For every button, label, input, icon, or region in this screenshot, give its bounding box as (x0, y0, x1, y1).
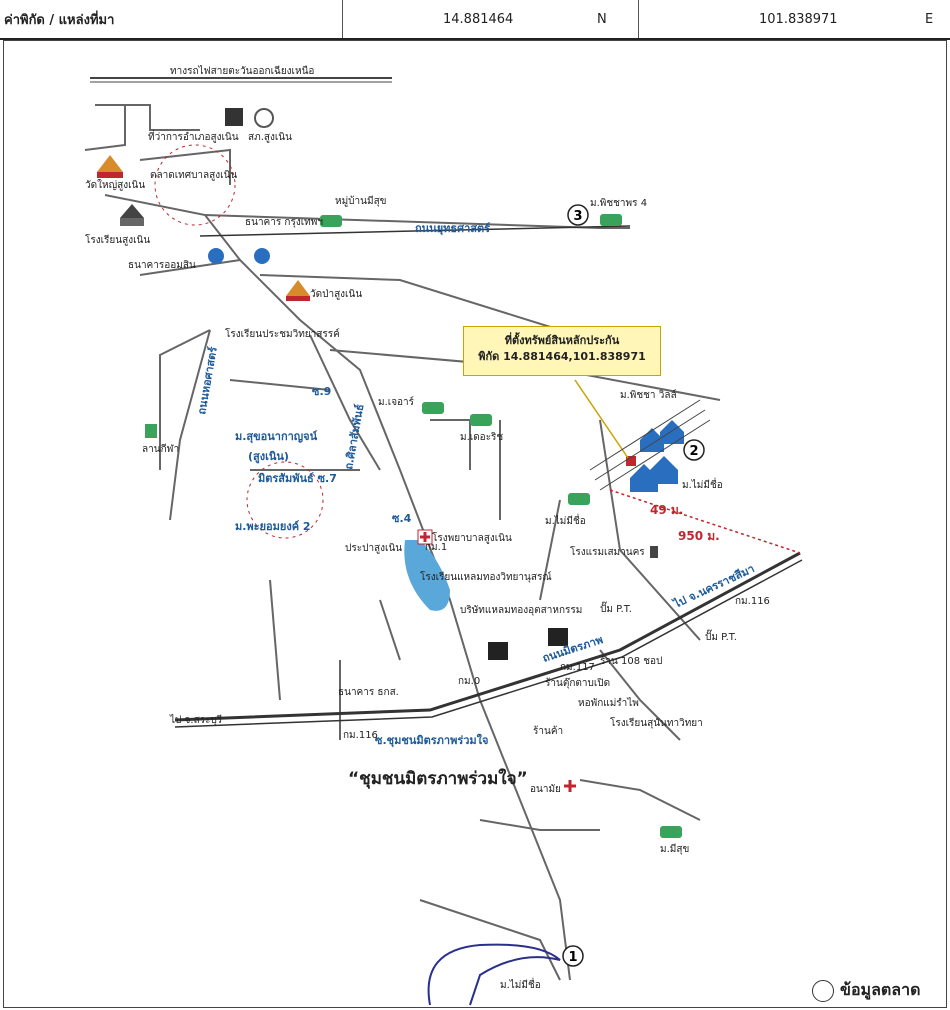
road-network (84, 104, 721, 981)
legend: ข้อมูลตลาด (812, 978, 920, 1003)
callout-title: ที่ตั้งทรัพย์สินหลักประกัน (504, 334, 620, 347)
marker-2: 2 (683, 439, 705, 461)
village-icon (320, 214, 682, 838)
marker-3: 3 (567, 204, 589, 226)
pond (404, 540, 450, 611)
building-icon (225, 108, 243, 126)
label-bank-bkk: ธนาคาร กรุงเทพฯ (245, 217, 323, 228)
marker-1: 1 (562, 945, 584, 967)
railway-label: ทางรถไฟสายตะวันออกเฉียงเหนือ (170, 65, 314, 77)
label-school-sung: โรงเรียนสูงเนิน (85, 233, 150, 246)
label-m-maimee-2: ม.ไม่มีชื่อ (545, 513, 586, 527)
latitude-cell: 14.881464 N (342, 0, 638, 38)
road-hasart: ถนนหอศาสตร์ (195, 346, 220, 416)
label-m-suk-2: (สูงเนิน) (248, 450, 289, 464)
temple-icon (97, 155, 123, 178)
label-hopak: หอพักแม่รำไพ (578, 697, 639, 709)
label-shop108: ร้าน 108 ชอป (600, 655, 662, 667)
label-mooban: หมู่บ้านมีสุข (335, 195, 387, 207)
road-yutthasart: ถนนยุทธศาสตร์ (415, 222, 490, 236)
longitude-value: 101.838971 (759, 11, 838, 27)
legend-label: ข้อมูลตลาด (840, 980, 921, 999)
distance-2: 950 ม. (678, 529, 720, 543)
sports-icon (145, 424, 157, 438)
label-school-sun: โรงเรียนสุนันทาวิทยา (610, 716, 703, 729)
distance-1: 49 ม. (650, 503, 683, 517)
label-m-pitcha: ม.พิชชา วิลล์ (620, 389, 677, 401)
label-community: “ชุมชนมิตรภาพร่วมใจ” (348, 768, 528, 789)
svg-text:1: 1 (568, 950, 577, 965)
house-icon (626, 420, 684, 492)
label-pump-1: ปั๊ม P.T. (600, 601, 632, 615)
label-police: สภ.สูงเนิน (248, 132, 292, 143)
hotel-icon (650, 546, 658, 558)
red-cross-icon (564, 780, 576, 792)
label-m-suk: ม.สุขอนากาญจน์ (235, 430, 318, 444)
label-m-meesuk: ม.มีสุข (660, 843, 689, 855)
latitude-value: 14.881464 (443, 11, 514, 27)
label-m-joy: ม.เจอาร์ (378, 396, 415, 408)
label-factory: บริษัทแหลมทองอุตสาหกรรม (460, 605, 582, 616)
highway-mittraphap (174, 551, 803, 728)
km-marker-117: กม.117 (560, 662, 595, 673)
label-pump-2: ปั๊ม P.T. (705, 629, 737, 643)
svg-text:3: 3 (573, 209, 582, 224)
bank-icon (208, 248, 270, 264)
km-marker-116b: กม.116 (343, 730, 378, 741)
road-so4: ซ.4 (392, 512, 412, 525)
subdivision-streets (589, 399, 711, 491)
signature (427, 943, 561, 1006)
label-lan-kila: ลานกีฬา (142, 443, 179, 455)
property-callout: ที่ตั้งทรัพย์สินหลักประกัน พิกัด 14.8814… (463, 326, 661, 376)
longitude-direction: E (925, 11, 934, 27)
label-duck: ร้านตุ๊กตาบเปิด (545, 677, 610, 689)
label-m-maimee-1: ม.ไม่มีชื่อ (682, 477, 723, 491)
label-school-laem: โรงเรียนแหลมทองวิทยานุสรณ์ (420, 570, 552, 583)
school-icon (120, 204, 144, 226)
label-m-payom: ม.พะยอมยงค์ 2 (235, 520, 311, 533)
longitude-cell: 101.838971 E (638, 0, 950, 38)
road-chumchon-soi: ซ.ชุมชนมิตรภาพร่วมใจ (375, 733, 488, 748)
dashed-area-2 (246, 461, 324, 539)
callout-coords: พิกัด 14.881464,101.838971 (478, 350, 646, 363)
callout-pointer (574, 379, 629, 459)
label-hotel: โรงแรมเสมานคร (570, 545, 645, 558)
label-bank-gsb: ธนาคารออมสิน (128, 260, 196, 271)
label-m-derich: ม.เดอะริช (460, 432, 503, 443)
label-school-pracha: โรงเรียนประชมวิทยาสรรค์ (225, 327, 340, 340)
km-marker-1: กม.1 (425, 542, 447, 553)
police-icon (254, 108, 274, 128)
railway (90, 77, 392, 83)
label-amphoe: ที่ว่าการอำเภอสูงเนิน (148, 129, 239, 143)
dashed-area-1 (154, 144, 236, 226)
km-marker-116a: กม.116 (735, 596, 770, 607)
road-so9: ซ.9 (312, 385, 331, 398)
latitude-direction: N (597, 11, 607, 27)
label-m-pitchaporn: ม.พิชชาพร 4 (590, 198, 647, 209)
label-wat-pa: วัดป่าสูงเนิน (310, 289, 362, 300)
label-wat-yai: วัดใหญ่สูงเนิน (85, 179, 145, 191)
svg-text:2: 2 (689, 444, 698, 459)
label-market: ตลาดเทศบาลสูงเนิน (150, 170, 237, 181)
road-mittra: มิตรสัมพันธ์ ซ.7 (258, 472, 337, 485)
label-anamai: อนามัย (530, 784, 561, 795)
label-hospital: โรงพยาบาลสูงเนิน (432, 531, 512, 544)
label-m-maimee-bot: ม.ไม่มีชื่อ (500, 977, 541, 991)
factory-icon (488, 628, 568, 660)
label-bank-tks: ธนาคาร ธกส. (338, 687, 399, 698)
legend-circle-icon (812, 979, 834, 1002)
label-prapa: ประปาสูงเนิน (345, 543, 402, 554)
km-marker-0: กม.0 (458, 676, 480, 687)
temple-icon (286, 280, 310, 301)
coordinate-label: ค่าพิกัด / แหล่งที่มา (4, 12, 115, 28)
coordinate-header: ค่าพิกัด / แหล่งที่มา 14.881464 N 101.83… (0, 0, 950, 40)
distance-path (609, 489, 801, 554)
map-frame (3, 40, 947, 1008)
road-to-saraburi: ไป จ.สระบุรี (169, 714, 223, 726)
hospital-icon (417, 529, 433, 545)
label-shop: ร้านค้า (533, 725, 563, 737)
